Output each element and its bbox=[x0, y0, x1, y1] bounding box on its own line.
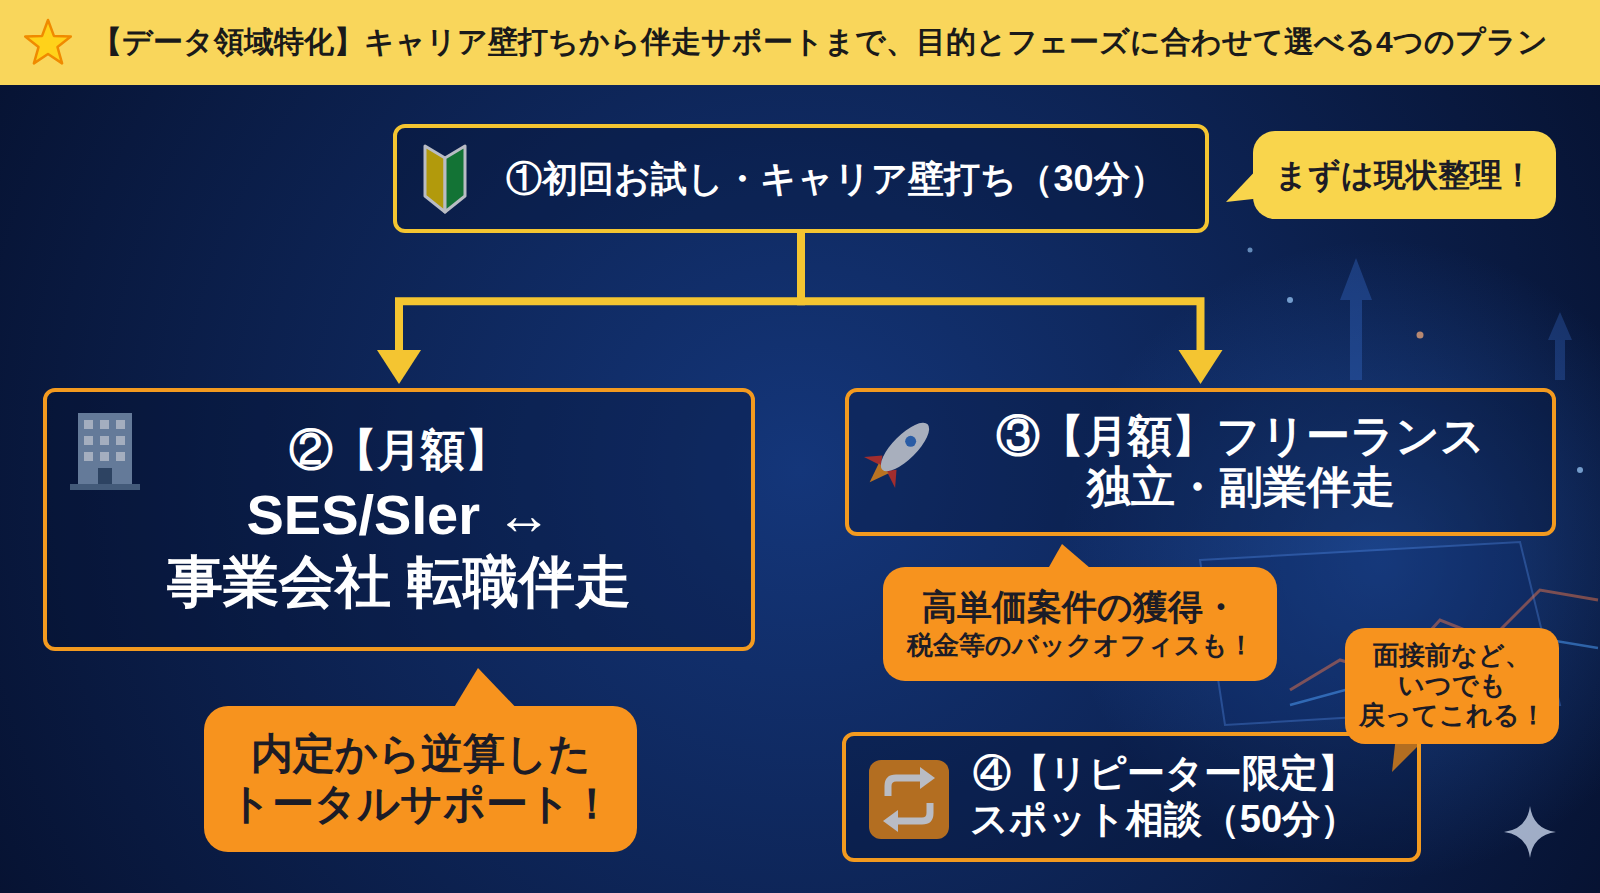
page-title: 【データ領域特化】キャリア壁打ちから伴走サポートまで、目的とフェーズに合わせて選… bbox=[92, 22, 1548, 63]
light-dot bbox=[1577, 467, 1583, 473]
arrowhead bbox=[377, 350, 421, 384]
callout-text: 高単価案件の獲得・ bbox=[922, 586, 1238, 628]
flow-connector bbox=[801, 233, 1223, 384]
light-dot bbox=[1417, 332, 1424, 339]
speech-bubble: まずは現状整理！ bbox=[1253, 131, 1556, 219]
speech-bubble: 内定から逆算した トータルサポート！ bbox=[204, 706, 637, 852]
plan-title: ④【リピーター限定】 スポット相談（50分） bbox=[954, 751, 1374, 842]
plan-box: ③【月額】フリーランス 独立・副業伴走 bbox=[845, 388, 1556, 536]
flow-connector bbox=[377, 233, 801, 384]
callout-text: 面接前など、 いつでも 戻ってこれる！ bbox=[1357, 641, 1547, 731]
light-dot bbox=[1287, 297, 1293, 303]
speech-bubble: 面接前など、 いつでも 戻ってこれる！ bbox=[1345, 628, 1559, 744]
plan-title: ①初回お試し・キャリア壁打ち（30分） bbox=[506, 157, 1165, 200]
up-arrow-decor bbox=[1548, 312, 1572, 380]
light-dot bbox=[1248, 248, 1253, 253]
speech-bubble: 高単価案件の獲得・税金等のバックオフィスも！ bbox=[883, 567, 1277, 681]
callout-text: 税金等のバックオフィスも！ bbox=[907, 630, 1254, 661]
star-icon bbox=[25, 20, 71, 63]
connector-line bbox=[399, 233, 801, 352]
callout-text: 内定から逆算した トータルサポート！ bbox=[223, 729, 618, 830]
plan-box: ④【リピーター限定】 スポット相談（50分） bbox=[842, 732, 1421, 862]
plan-box: ②【月額】SES/SIer ↔ 事業会社 転職伴走 bbox=[43, 388, 755, 651]
title-area: 【データ領域特化】キャリア壁打ちから伴走サポートまで、目的とフェーズに合わせて選… bbox=[92, 0, 1548, 85]
sparkle-icon bbox=[1504, 806, 1556, 858]
plan-title: SES/SIer ↔ 事業会社 転職伴走 bbox=[154, 481, 644, 615]
plan-title: ③【月額】フリーランス 独立・副業伴走 bbox=[981, 411, 1501, 512]
connector-line bbox=[801, 233, 1201, 352]
plan-title: ②【月額】 bbox=[289, 424, 509, 477]
callout-text: まずは現状整理！ bbox=[1275, 156, 1534, 194]
title-banner bbox=[0, 0, 1600, 85]
up-arrow-decor bbox=[1340, 258, 1372, 380]
plan-box: ①初回お試し・キャリア壁打ち（30分） bbox=[393, 124, 1209, 233]
arrowhead bbox=[1179, 350, 1223, 384]
